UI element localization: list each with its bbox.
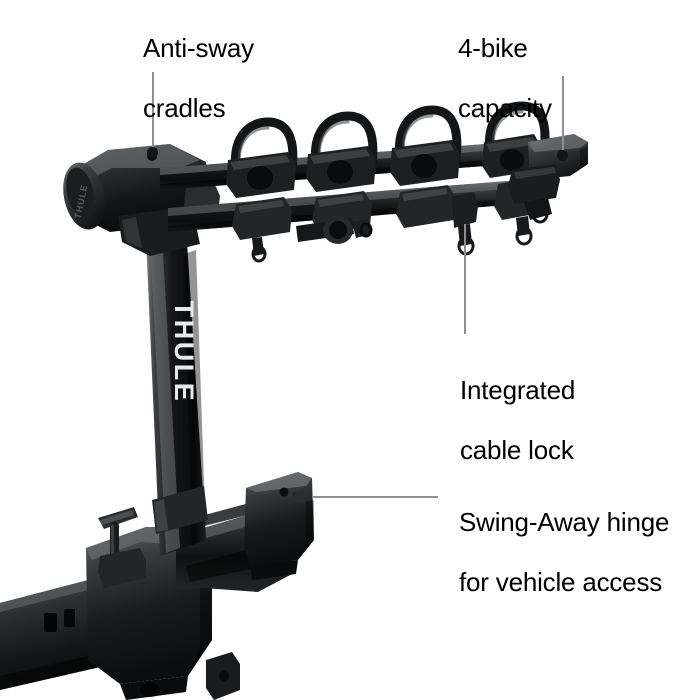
callout-anti-sway-cradles: Anti-sway cradles [143,3,254,153]
callout-line-2: cable lock [460,435,574,465]
thule-logo: THULE [169,301,199,404]
bike-cradle [390,105,478,256]
callout-line-2: for vehicle access [459,567,663,597]
bike-cradle [226,117,298,263]
leader-line-swing-away [312,496,438,498]
pivot-head: THULE [63,144,220,256]
leader-line-bike-capacity [562,76,564,154]
svg-text:THULE: THULE [169,301,199,404]
cable-lock-bracket [508,164,560,224]
leader-line-cable-lock [464,224,466,334]
callout-line-1: Swing-Away hinge [459,507,670,537]
callout-swing-away-hinge: Swing-Away hinge for vehicle access [459,477,669,627]
callout-line-2: capacity [458,93,552,123]
leader-line-anti-sway [152,72,154,152]
callout-integrated-cable-lock: Integrated cable lock [460,345,575,495]
ratchet-strap [296,216,373,244]
callout-line-2: cradles [143,93,226,123]
leader-dot-bike-capacity [557,150,568,161]
callout-line-1: 4-bike [458,33,528,63]
bike-cradle [296,111,378,244]
callout-bike-capacity: 4-bike capacity [458,3,552,153]
callout-line-1: Integrated [460,375,576,405]
t-handle-lever[interactable] [98,507,146,588]
leader-dot-anti-sway [147,147,158,158]
callout-line-1: Anti-sway [143,33,254,63]
vertical-mast: THULE [146,226,208,556]
